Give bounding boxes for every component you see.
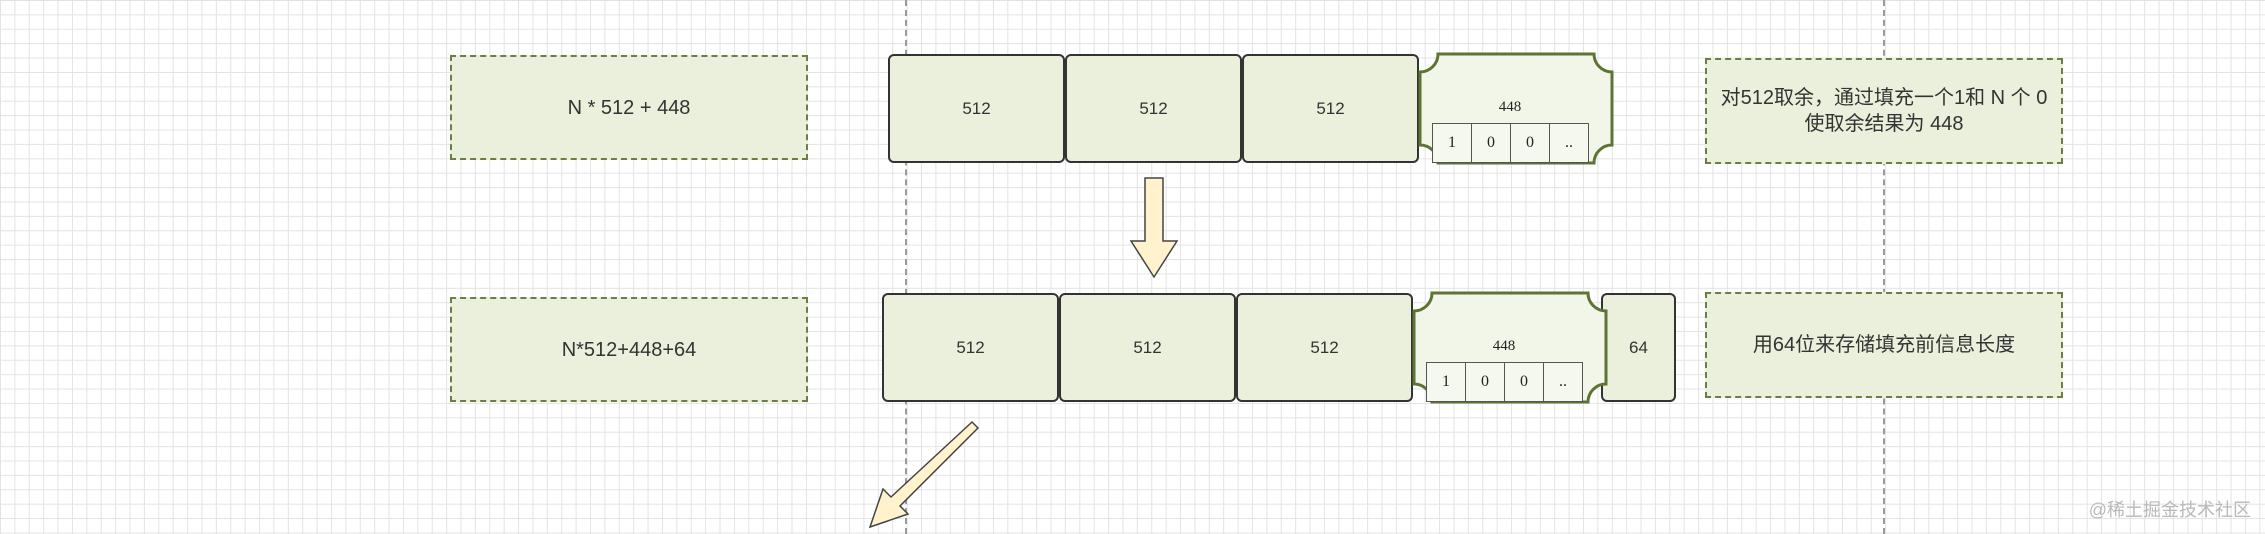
row2-padding-bit-3: 0 [1504,362,1544,402]
row2-block-2: 512 [1059,293,1236,402]
row1-padding-bit-4: .. [1549,123,1589,163]
row1-padding-label: 448 [1498,99,1522,115]
row2-description-note: 用64位来存储填充前信息长度 [1705,292,2063,398]
row2-padding-label: 448 [1492,338,1516,354]
row1-block-1: 512 [888,54,1065,163]
row1-block-2: 512 [1065,54,1242,163]
row1-padding-bit-1: 1 [1432,123,1472,163]
row2-block-1: 512 [882,293,1059,402]
row1-description-text: 对512取余，通过填充一个1和 N 个 0 使取余结果为 448 [1720,87,2048,135]
row1-formula-text: N * 512 + 448 [567,96,691,119]
down-arrow [1129,177,1179,279]
row2-padding-bit-4: .. [1543,362,1583,402]
guide-line-right [1883,0,1885,534]
row2-description-text: 用64位来存储填充前信息长度 [1752,334,2016,356]
row2-padding-bit-1: 1 [1426,362,1466,402]
row1-padding-bit-3: 0 [1510,123,1550,163]
row2-padding-bit-2: 0 [1465,362,1505,402]
row2-formula-note: N*512+448+64 [450,297,808,402]
row1-description-note: 对512取余，通过填充一个1和 N 个 0 使取余结果为 448 [1705,58,2063,164]
watermark: @稀土掘金技术社区 [2088,500,2251,520]
row2-formula-text: N*512+448+64 [561,338,697,361]
diagonal-arrow [868,420,980,529]
row1-padding-bit-2: 0 [1471,123,1511,163]
row1-block-3: 512 [1242,54,1419,163]
row1-formula-note: N * 512 + 448 [450,55,808,160]
row2-block-3: 512 [1236,293,1413,402]
row2-length-block: 64 [1601,293,1676,402]
guide-line-left [905,0,907,534]
